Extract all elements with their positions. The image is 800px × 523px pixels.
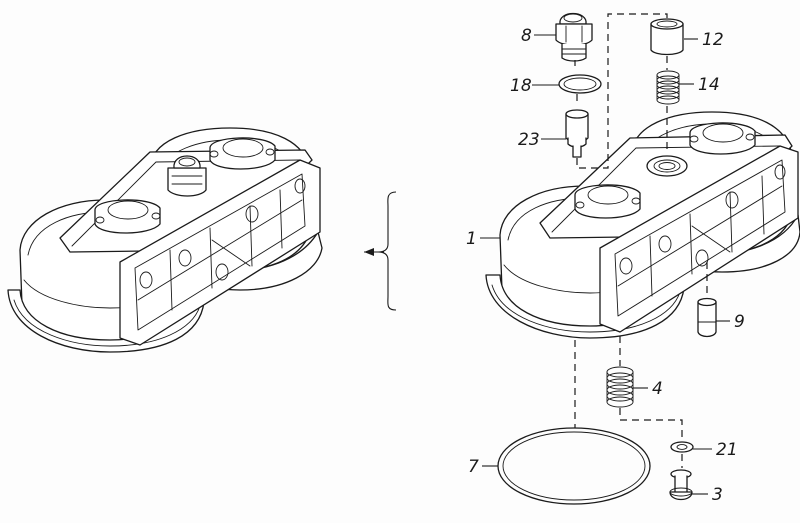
part-3-bolt [669,469,693,501]
part-1-filter-housing [485,111,800,339]
callout-8: 8 [521,26,532,46]
part-23-sensor [565,109,589,158]
part-9-pin [697,297,717,338]
assembled-filter-housing [7,127,323,353]
part-18-o-ring [558,74,602,94]
callout-1: 1 [466,229,477,249]
assembly-arrow [364,191,397,311]
callout-23: 23 [518,130,540,150]
part-8-plug [555,12,593,62]
callout-12: 12 [702,30,724,50]
callout-14: 14 [698,75,720,95]
callout-numbers: 8 18 23 12 14 1 9 4 7 21 3 [466,26,745,505]
callout-21: 21 [716,440,738,460]
callout-4: 4 [652,379,663,399]
part-21-washer [670,441,694,453]
callout-3: 3 [712,485,723,505]
part-7-seal-ring [497,427,651,505]
part-4-spring [606,366,634,408]
callout-leaders [480,34,730,495]
callout-9: 9 [734,312,745,332]
callout-7: 7 [468,457,479,477]
callout-18: 18 [510,76,532,96]
part-12-sleeve [650,18,684,56]
assembly-dashed-lines [574,13,708,468]
part-14-spring [656,70,680,105]
